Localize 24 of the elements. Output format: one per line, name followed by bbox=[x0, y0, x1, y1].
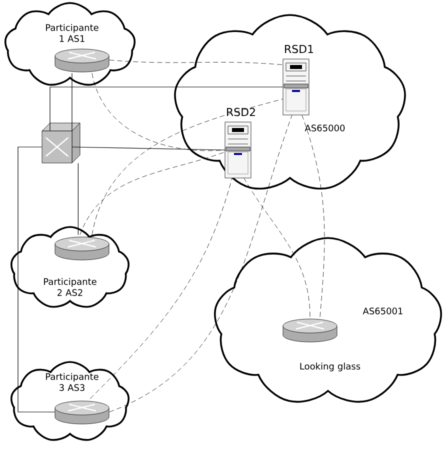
node-label: RSD1 bbox=[285, 44, 314, 54]
bgp-session-line bbox=[92, 73, 225, 151]
bgp-session-line bbox=[244, 178, 310, 317]
cloud: Participante 2 AS2 bbox=[10, 226, 130, 308]
bgp-session-line bbox=[109, 60, 283, 65]
connection-line bbox=[50, 86, 284, 132]
bgp-session-line bbox=[92, 98, 283, 235]
bgp-session-line bbox=[80, 152, 225, 235]
router-icon bbox=[54, 48, 110, 72]
cloud: Participante 1 AS1 bbox=[4, 2, 136, 86]
bgp-session-line bbox=[90, 178, 232, 399]
server: RSD2 bbox=[224, 108, 255, 178]
switch-icon bbox=[42, 122, 80, 164]
bgp-session-line bbox=[109, 115, 292, 412]
cloud: Participante 3 AS3 bbox=[10, 361, 130, 441]
node-label: Looking glass bbox=[300, 362, 360, 372]
router-icon bbox=[54, 236, 110, 260]
bgp-session-line bbox=[302, 115, 325, 317]
router-icon bbox=[54, 400, 110, 424]
connection-line bbox=[18, 146, 56, 412]
server: RSD1 bbox=[282, 44, 314, 116]
node-label: RSD2 bbox=[227, 108, 255, 116]
router: Looking glass bbox=[282, 318, 360, 372]
connection-line bbox=[72, 146, 226, 150]
